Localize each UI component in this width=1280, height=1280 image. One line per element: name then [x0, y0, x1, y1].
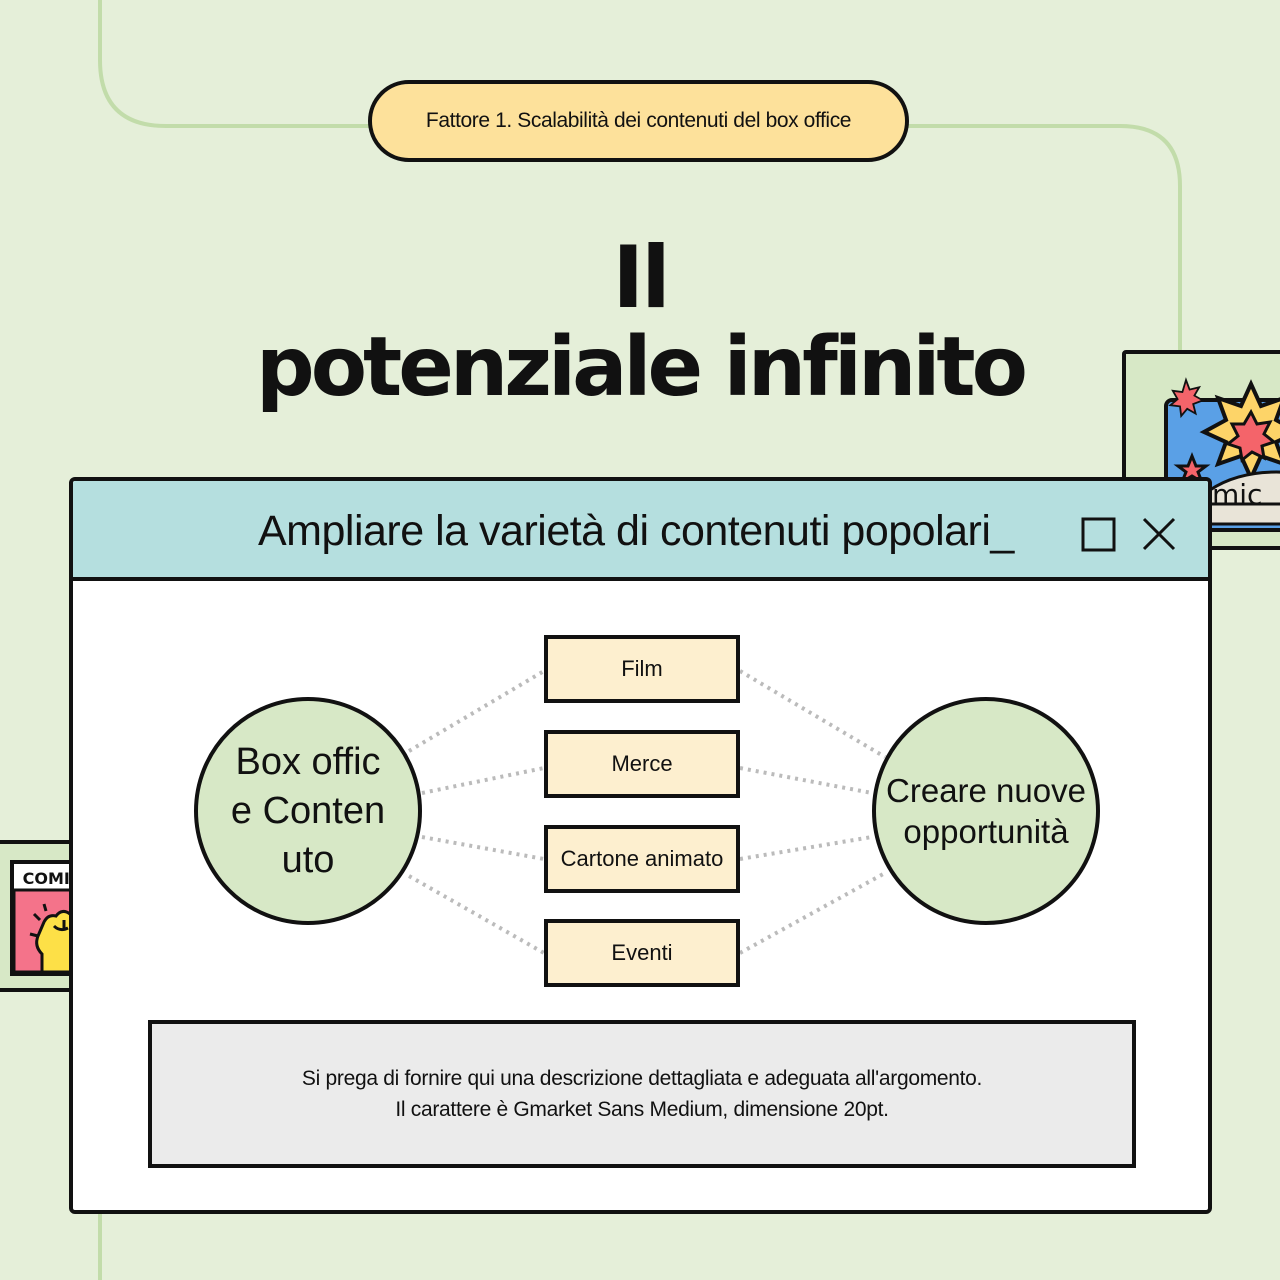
page-title-line2: potenziale infinito	[256, 320, 1028, 415]
comic-book-label: mic	[1212, 478, 1262, 511]
content-type-label: Merce	[611, 751, 673, 776]
content-type-label: Film	[621, 656, 663, 681]
close-icon[interactable]	[1139, 514, 1179, 554]
description-line1: Si prega di fornire qui una descrizione …	[301, 1067, 983, 1090]
content-type-label: Cartone animato	[560, 846, 724, 871]
target-node-label: Creare nuove opportunità	[886, 772, 1086, 850]
page-title: Il potenziale infinito	[0, 232, 1280, 412]
maximize-icon[interactable]	[1079, 514, 1119, 554]
factor-pill-label: Fattore 1. Scalabilità dei contenuti del…	[425, 109, 852, 132]
description-line2: Il carattere è Gmarket Sans Medium, dime…	[395, 1098, 889, 1121]
content-window: Ampliare la varietà di contenuti popolar…	[69, 477, 1212, 1214]
content-type-box: Merce	[544, 730, 740, 798]
connector-line	[739, 871, 886, 955]
source-node-label: Box office Contenuto	[230, 740, 386, 881]
connector-line	[407, 669, 546, 753]
connector-line	[421, 835, 545, 861]
source-node: Box office Contenuto	[194, 697, 422, 925]
description-box: Si prega di fornire qui una descrizione …	[148, 1020, 1136, 1168]
connector-line	[739, 766, 873, 795]
content-type-label: Eventi	[611, 940, 673, 965]
page-title-line1: Il	[612, 228, 670, 328]
target-node: Creare nuove opportunità	[872, 697, 1100, 925]
content-type-box: Film	[544, 635, 740, 703]
diagram-connectors	[407, 669, 887, 955]
connector-line	[739, 835, 873, 861]
factor-pill: Fattore 1. Scalabilità dei contenuti del…	[368, 80, 909, 162]
window-title: Ampliare la varietà di contenuti popolar…	[258, 507, 1014, 555]
connector-line	[408, 874, 545, 955]
connector-line	[421, 766, 545, 795]
comic-book-sticker: mic	[1122, 350, 1280, 550]
connector-line	[738, 669, 887, 759]
content-type-box: Eventi	[544, 919, 740, 987]
window-titlebar: Ampliare la varietà di contenuti popolar…	[73, 481, 1208, 581]
content-type-box: Cartone animato	[544, 825, 740, 893]
